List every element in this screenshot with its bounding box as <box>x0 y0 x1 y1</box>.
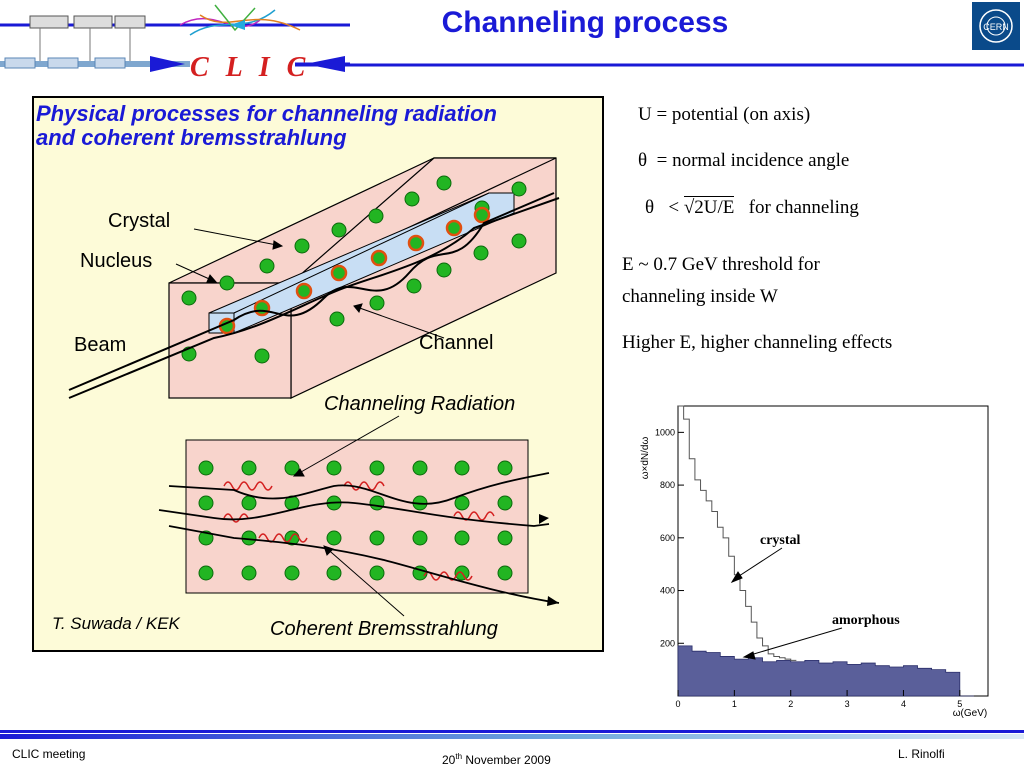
energy-spectrum-chart: 200 400 600 800 1000 0 1 2 3 4 5 ω×dN/dω ω(GeV) c… <box>640 405 989 719</box>
x-tick-label: 2 <box>788 699 793 709</box>
page-title: Channeling process <box>441 6 729 39</box>
annotation-crystal: crystal <box>760 533 801 548</box>
label-coherent-bremsstrahlung: Coherent Bremsstrahlung <box>270 618 498 640</box>
channeling-condition: θ < √2U/E for channeling <box>645 196 859 219</box>
channel-nuclei <box>218 206 491 335</box>
y-tick-label: 200 <box>660 638 675 648</box>
header-rule <box>295 63 1024 67</box>
label-nucleus: Nucleus <box>80 250 153 272</box>
lattice-atoms <box>181 175 527 364</box>
x-tick-label: 4 <box>901 699 906 709</box>
annotation-amorphous: amorphous <box>832 613 900 628</box>
figure-title-line1: Physical processes for channeling radiat… <box>36 101 497 126</box>
label-pointers <box>175 228 445 339</box>
footer-bar <box>0 730 1024 739</box>
x-tick-label: 1 <box>732 699 737 709</box>
header: C L I C Channeling process CERN <box>0 0 1024 90</box>
figure-title: Physical processes for channeling radiat… <box>36 101 602 150</box>
y-axis-ticks: 200 400 600 800 1000 <box>655 427 684 648</box>
y-tick-label: 400 <box>660 586 675 596</box>
x-tick-label: 5 <box>957 699 962 709</box>
y-tick-label: 1000 <box>655 427 675 437</box>
condition-text: for channeling <box>748 197 859 218</box>
collision-graphic <box>179 4 301 36</box>
figure-panel: Physical processes for channeling radiat… <box>32 96 604 652</box>
theta-symbol: θ <box>638 150 648 171</box>
lower-pointers <box>292 415 405 617</box>
label-crystal: Crystal <box>108 210 171 232</box>
crystal-diagram <box>68 157 560 617</box>
lower-lattice <box>158 415 560 617</box>
cern-logo-text: CERN <box>983 22 1009 32</box>
u-definition: U = potential (on axis) <box>638 104 811 125</box>
beam-trajectory <box>68 192 560 399</box>
label-beam: Beam <box>74 334 127 356</box>
label-channeling-radiation: Channeling Radiation <box>324 393 516 415</box>
footer-author: L. Rinolfi <box>898 747 945 761</box>
footer-date-rest: November 2009 <box>462 753 551 767</box>
footer-date: 20th November 2009 <box>442 752 551 767</box>
cern-logo: CERN <box>972 2 1020 50</box>
chart-frame <box>677 405 989 697</box>
radiation-waves <box>223 481 495 581</box>
threshold-line2: channeling inside W <box>622 286 778 307</box>
label-channel: Channel <box>419 332 494 354</box>
y-axis-label: ω×dN/dω <box>640 437 651 480</box>
figure-title-line2: and coherent bremsstrahlung <box>36 125 347 150</box>
footer-date-day: 20 <box>442 753 456 767</box>
y-tick-label: 600 <box>660 533 675 543</box>
module-graphic <box>29 15 146 62</box>
condition-lt: < <box>668 197 680 218</box>
threshold-note: E ~ 0.7 GeV threshold for channeling ins… <box>622 254 820 308</box>
figure-credit: T. Suwada / KEK <box>52 614 180 633</box>
clic-logo: C L I C <box>190 52 311 83</box>
footer-left: CLIC meeting <box>12 747 86 761</box>
x-tick-label: 0 <box>675 699 680 709</box>
x-tick-label: 3 <box>845 699 850 709</box>
condition-theta: θ <box>645 197 655 218</box>
footer-date-sup: th <box>455 752 463 761</box>
lower-trajectories <box>158 472 560 604</box>
x-axis-label: ω(GeV) <box>953 708 987 719</box>
theta-definition-text: = normal incidence angle <box>656 150 850 171</box>
lower-arrowheads <box>539 514 559 606</box>
higher-energy-note: Higher E, higher channeling effects <box>622 332 893 353</box>
annotation-arrows <box>730 547 843 660</box>
y-tick-label: 800 <box>660 480 675 490</box>
condition-sqrt: √2U/E <box>683 196 735 218</box>
theta-definition: θ = normal incidence angle <box>638 150 849 172</box>
x-axis-ticks: 0 1 2 3 4 5 <box>675 690 962 709</box>
cern-logo-mark: CERN <box>975 5 1017 47</box>
threshold-line1: E ~ 0.7 GeV threshold for <box>622 254 820 275</box>
